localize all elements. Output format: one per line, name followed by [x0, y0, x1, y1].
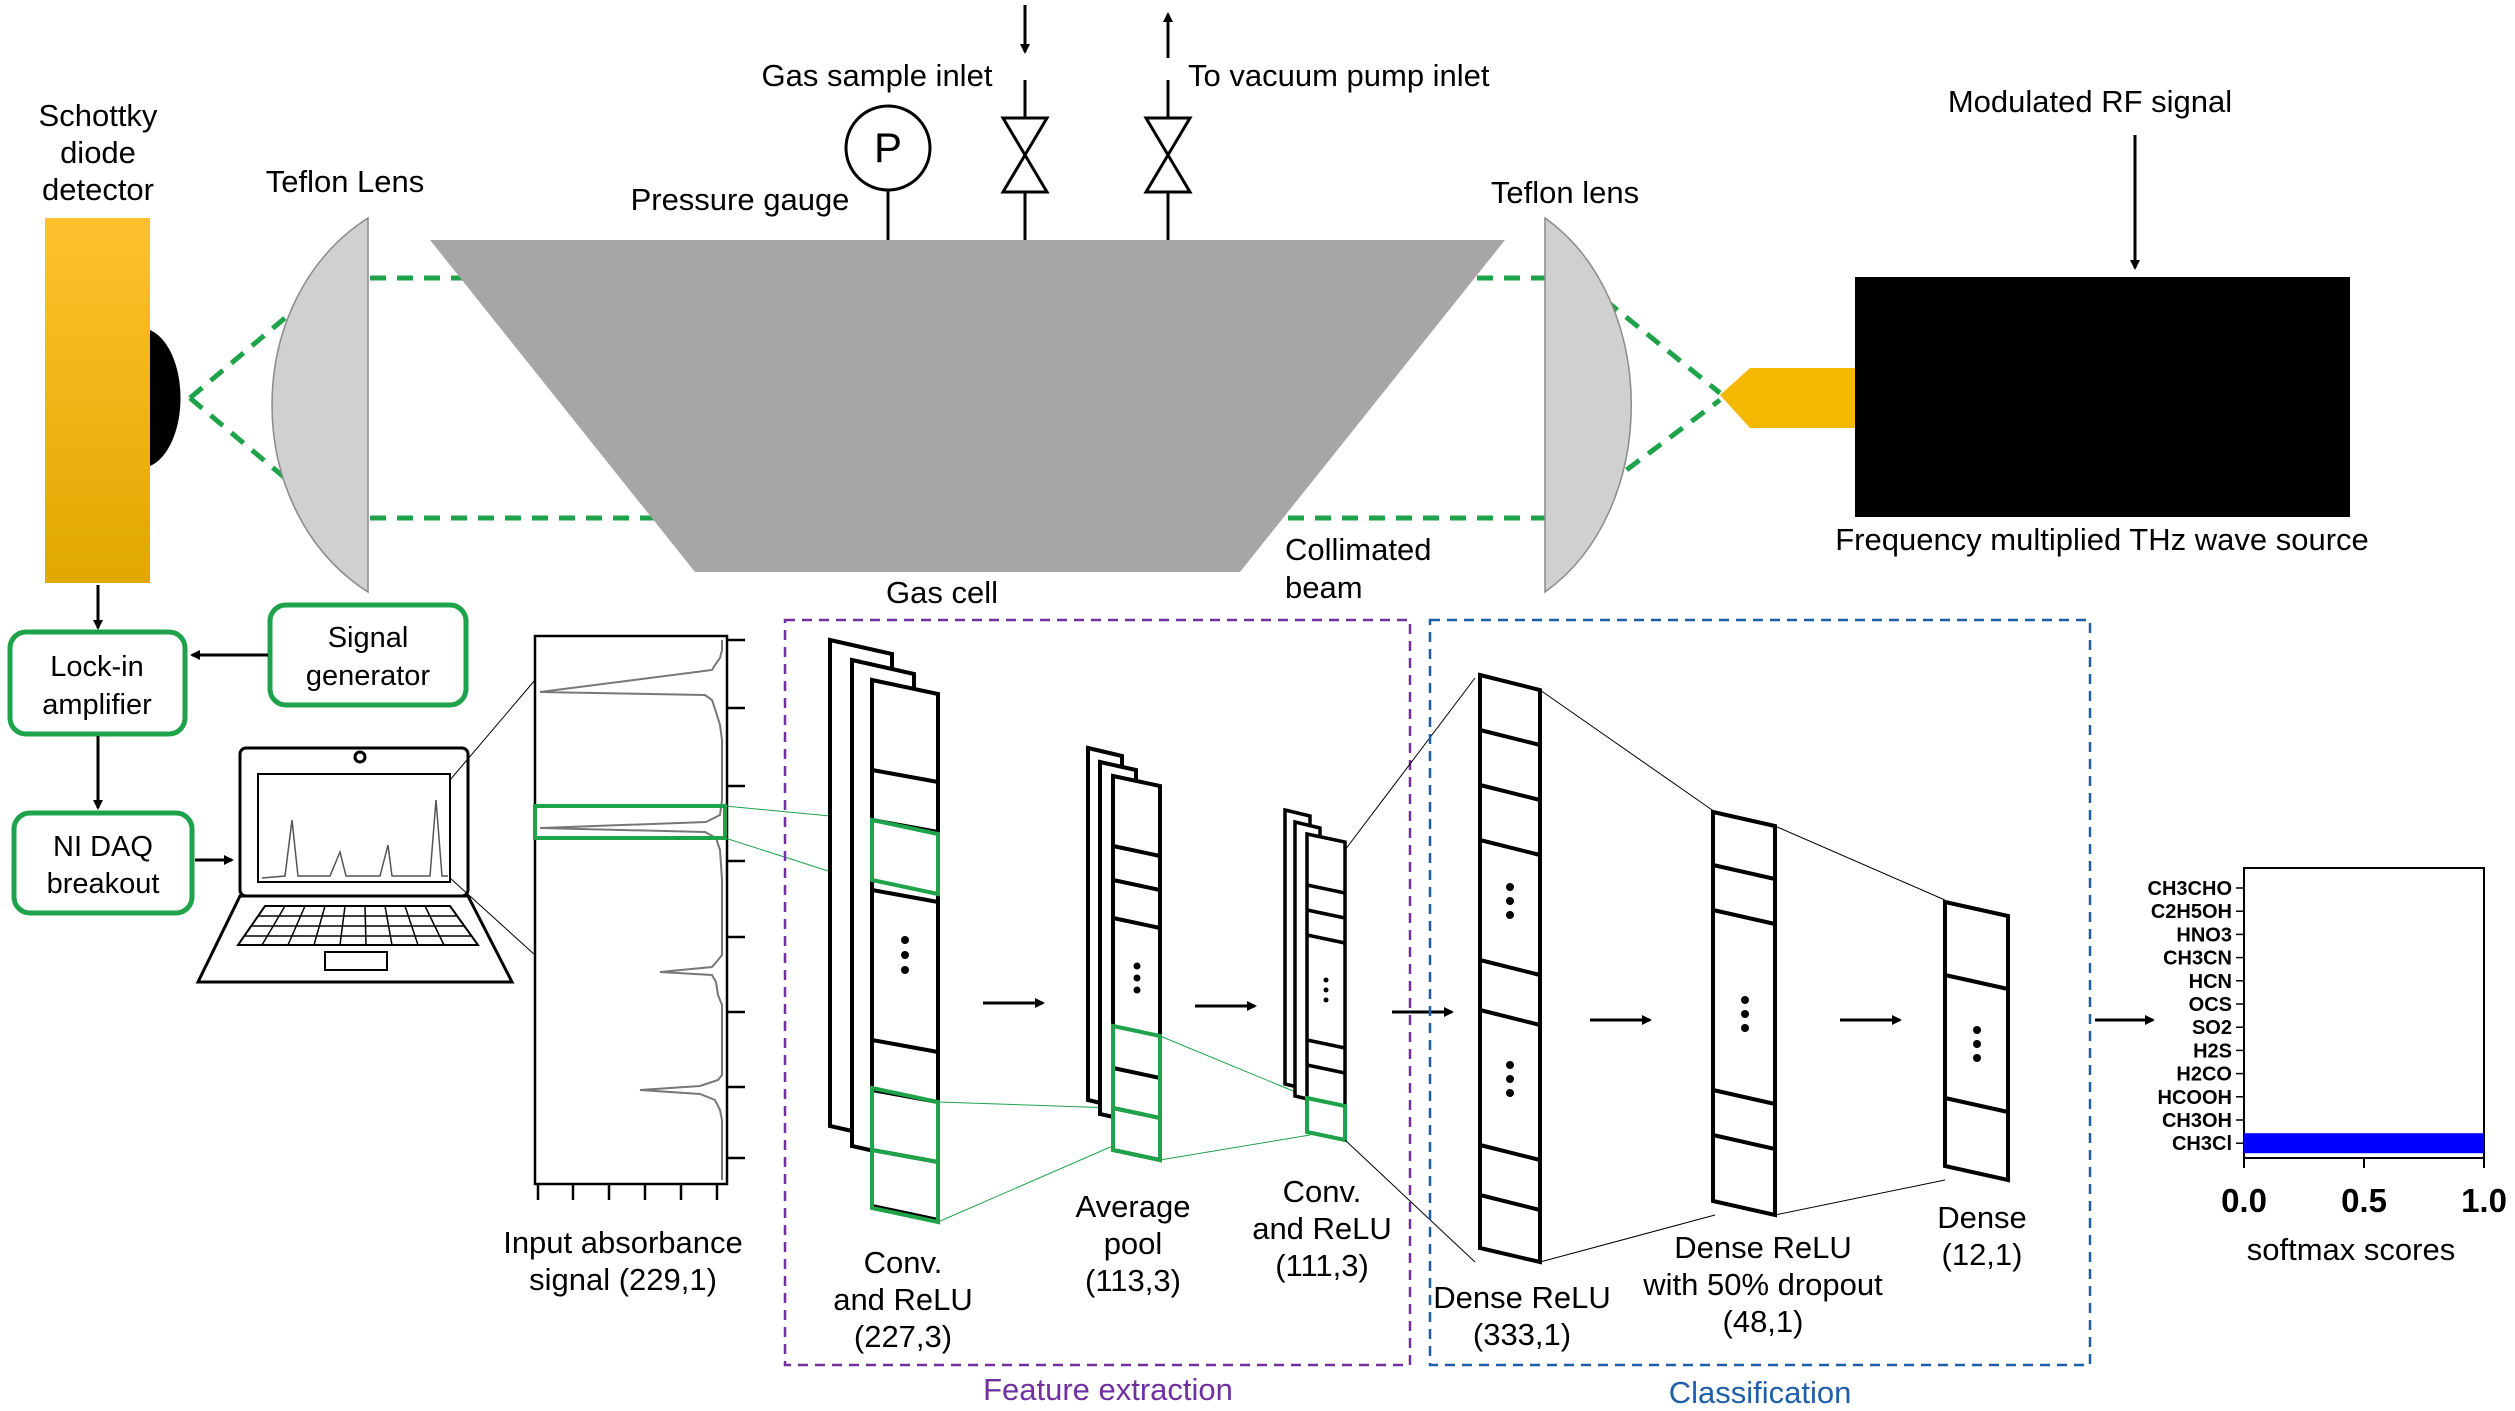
dense1-label-2: (333,1): [1473, 1317, 1571, 1352]
softmax-xtick-label: 0.0: [2221, 1182, 2267, 1219]
ni-daq-box: [11, 810, 195, 916]
vacuum-valve-icon: [1143, 12, 1193, 240]
dense1-layer: [1478, 672, 1542, 1265]
conv2-label-1: Conv.: [1283, 1174, 1362, 1209]
collimated-beam-label-1: Collimated: [1285, 532, 1431, 567]
conv1-label-1: Conv.: [864, 1245, 943, 1280]
electronics: Lock-in amplifier Signal generator NI DA…: [7, 585, 536, 984]
feature-extraction-label: Feature extraction: [983, 1372, 1233, 1407]
input-signal-panel: Input absorbance signal (229,1): [503, 634, 873, 1297]
softmax-category-label: HCOOH: [2158, 1087, 2232, 1109]
softmax-category-label: HNO3: [2176, 924, 2232, 946]
conv2-label-2: and ReLU: [1252, 1211, 1392, 1246]
teflon-lens-right: [1544, 216, 1632, 594]
vacuum-pump-label: To vacuum pump inlet: [1188, 58, 1490, 93]
dense2-label-2: with 50% dropout: [1642, 1267, 1883, 1302]
pool-label-1: Average: [1076, 1189, 1191, 1224]
pool-label-3: (113,3): [1085, 1263, 1181, 1298]
conv1-layer: [828, 637, 940, 1225]
laptop-icon: [195, 746, 515, 984]
siggen-label-2: generator: [306, 660, 430, 692]
softmax-plot-frame: [2243, 867, 2485, 1159]
detector-dome: [150, 330, 181, 466]
softmax-category-label: CH3CHO: [2148, 878, 2232, 900]
input-window-highlight: [533, 804, 727, 840]
collimated-beam-label-2: beam: [1285, 570, 1363, 605]
dense2-label-3: (48,1): [1723, 1304, 1804, 1339]
classification-region: [1428, 618, 2092, 1367]
lockin-label-1: Lock-in: [50, 651, 144, 683]
teflon-lens-left-label: Teflon Lens: [266, 164, 425, 199]
softmax-chart: CH3CHOC2H5OHHNO3CH3CNHCNOCSSO2H2SH2COHCO…: [2148, 867, 2507, 1267]
gas-sample-inlet-label: Gas sample inlet: [762, 58, 993, 93]
softmax-xlabel: softmax scores: [2247, 1232, 2455, 1267]
dense2-layer: [1711, 809, 1777, 1218]
softmax-bar: [2244, 1133, 2484, 1154]
modulated-rf-label: Modulated RF signal: [1948, 84, 2232, 119]
pool-label-2: pool: [1104, 1226, 1163, 1261]
horn-antenna: [1720, 368, 1855, 428]
feature-extraction-region: [783, 618, 1412, 1367]
average-pool-layer: [1086, 745, 1162, 1163]
pressure-gauge-symbol: P: [874, 124, 902, 171]
lockin-amplifier-box: [7, 629, 188, 737]
conv2-layer: [1283, 807, 1347, 1143]
nidaq-label-1: NI DAQ: [53, 831, 153, 863]
softmax-category-label: CH3Cl: [2172, 1133, 2232, 1155]
pressure-gauge-label: Pressure gauge: [631, 182, 850, 217]
dense2-label-1: Dense ReLU: [1674, 1230, 1851, 1265]
gas-cell-label: Gas cell: [886, 575, 998, 610]
conv1-label-3: (227,3): [854, 1319, 952, 1354]
gas-cell: [430, 240, 1505, 572]
softmax-category-label: H2S: [2193, 1040, 2232, 1062]
thz-source: [1855, 277, 2350, 517]
thz-source-label: Frequency multiplied THz wave source: [1835, 522, 2369, 557]
softmax-category-label: HCN: [2189, 971, 2232, 993]
teflon-lens-left: [271, 216, 369, 594]
pressure-gauge: [844, 104, 932, 192]
softmax-category-label: H2CO: [2176, 1064, 2232, 1086]
signal-generator-box: [267, 602, 469, 708]
input-signal-label-1: Input absorbance: [503, 1225, 743, 1260]
softmax-xtick-label: 0.5: [2341, 1182, 2387, 1219]
dense3-label-1: Dense: [1937, 1200, 2027, 1235]
softmax-category-label: SO2: [2192, 1017, 2232, 1039]
softmax-category-label: CH3CN: [2163, 948, 2232, 970]
nidaq-label-2: breakout: [47, 868, 160, 900]
conv2-label-3: (111,3): [1275, 1248, 1369, 1283]
dense3-label-2: (12,1): [1942, 1237, 2023, 1272]
optical-setup: Schottky diode detector Teflon Lens Tefl…: [39, 5, 2369, 610]
conv1-label-2: and ReLU: [833, 1282, 973, 1317]
softmax-xtick-label: 1.0: [2461, 1182, 2507, 1219]
teflon-lens-right-label: Teflon lens: [1491, 175, 1639, 210]
lockin-label-2: amplifier: [42, 689, 152, 721]
schottky-label-2: diode: [60, 135, 136, 170]
dense1-label-1: Dense ReLU: [1433, 1280, 1610, 1315]
schottky-label-3: detector: [42, 172, 154, 207]
softmax-category-label: CH3OH: [2162, 1110, 2232, 1132]
softmax-category-label: OCS: [2189, 994, 2232, 1016]
absorbance-trace: [539, 640, 723, 1180]
classification-label: Classification: [1669, 1375, 1852, 1410]
softmax-category-label: C2H5OH: [2151, 901, 2232, 923]
schottky-detector: [45, 218, 150, 583]
inlet-valve-icon: [1000, 5, 1050, 240]
dense3-layer: [1943, 899, 2010, 1183]
schottky-label-1: Schottky: [39, 98, 158, 133]
siggen-label-1: Signal: [328, 622, 409, 654]
input-signal-label-2: signal (229,1): [529, 1262, 717, 1297]
